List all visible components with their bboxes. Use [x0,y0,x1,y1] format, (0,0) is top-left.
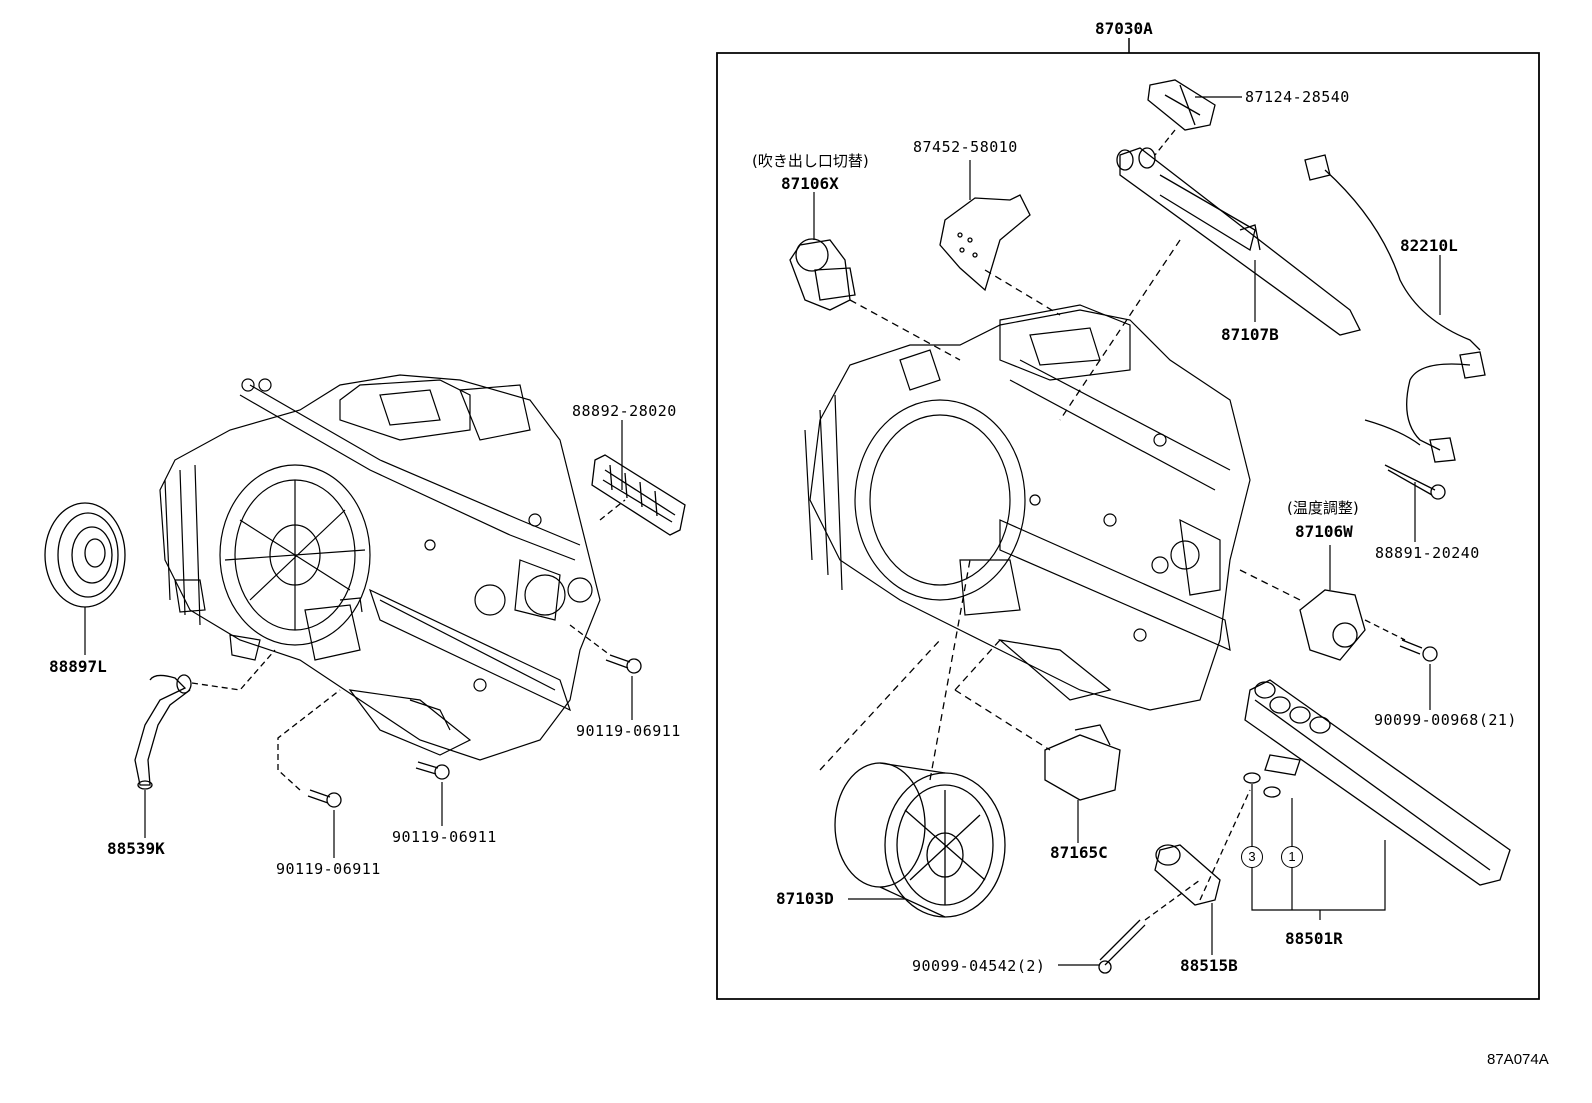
heater-core-87107-shape [1117,148,1360,335]
note-temperature-control: (温度調整) [1287,499,1359,517]
bracket-88892-shape [592,455,685,535]
label-88539k[interactable]: 88539K [107,839,165,858]
resistor-87165-shape [1045,725,1120,800]
screw-left-right [606,655,641,673]
label-90099-04542[interactable]: 90099-04542(2) [912,957,1046,975]
damper-87106x-shape [790,239,855,310]
label-87165c[interactable]: 87165C [1050,843,1108,862]
assembly-label[interactable]: 87030A [1095,19,1153,38]
bracket-87124-shape [1148,80,1215,130]
label-88897l[interactable]: 88897L [49,657,107,676]
label-87124-28540[interactable]: 87124-28540 [1245,88,1350,106]
label-90099-00968[interactable]: 90099-00968(21) [1374,711,1517,729]
box-hvac-unit [805,305,1250,710]
label-90119-06911-right[interactable]: 90119-06911 [576,722,681,740]
sensor-88891-shape [1385,465,1445,499]
note-outlet-switching: (吹き出し口切替) [752,152,869,170]
screw-left-mid [416,762,449,779]
label-88515b[interactable]: 88515B [1180,956,1238,975]
label-88891-20240[interactable]: 88891-20240 [1375,544,1480,562]
label-82210l[interactable]: 82210L [1400,236,1458,255]
screw-90099-04542-shape [1099,920,1145,973]
evaporator-88501-shape [1244,680,1510,885]
label-88892-28020[interactable]: 88892-28020 [572,402,677,420]
screw-left-low [308,790,341,807]
plate-87452-shape [940,195,1030,290]
label-88501r[interactable]: 88501R [1285,929,1343,948]
label-87107b[interactable]: 87107B [1221,325,1279,344]
left-hvac-unit [160,375,600,760]
oring-callout-3: 3 [1241,846,1263,868]
label-90119-06911-low[interactable]: 90119-06911 [276,860,381,878]
assembly-frame [717,53,1539,999]
diagram-code: 87A074A [1487,1051,1549,1068]
label-87106w[interactable]: 87106W [1295,522,1353,541]
label-87106x[interactable]: 87106X [781,174,839,193]
label-87103d[interactable]: 87103D [776,889,834,908]
wire-82210-shape [1305,155,1485,462]
label-90119-06911-mid[interactable]: 90119-06911 [392,828,497,846]
damper-87106w-shape [1300,590,1365,660]
screw-90099-00968-shape [1400,640,1437,661]
label-87452-58010[interactable]: 87452-58010 [913,138,1018,156]
blower-87103-shape [835,763,1005,917]
seal-88897-shape [45,503,125,607]
valve-88515-shape [1155,845,1220,905]
oring-callout-1: 1 [1281,846,1303,868]
hose-88539-shape [135,675,191,789]
